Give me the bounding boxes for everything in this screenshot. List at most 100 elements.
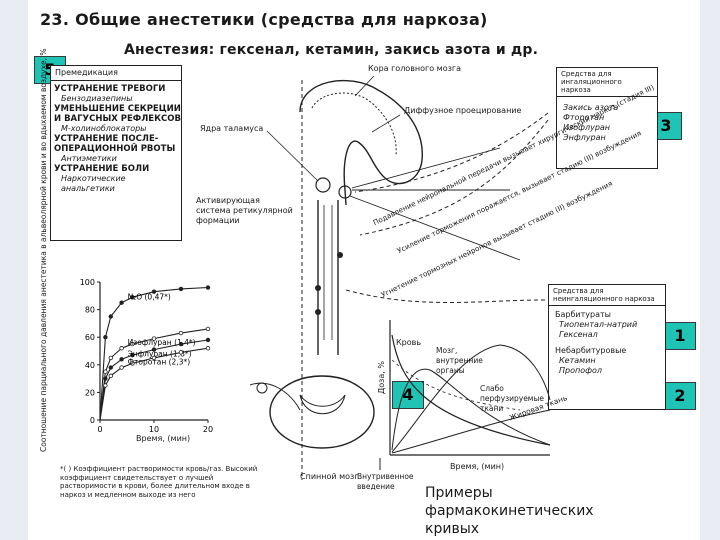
uptake-x-tick-label: 0	[97, 425, 102, 434]
spinal-label: Спинной мозг	[300, 472, 359, 481]
noninhalational-header: Средства для неингаляционного наркоза	[549, 285, 665, 306]
inhal-item: Изофлуран	[563, 123, 611, 132]
cortex-outline	[299, 79, 423, 206]
subtitle: Анестезия: гексенал, кетамин, закись азо…	[124, 42, 539, 58]
reticular-label: Активирующая система ретикулярной формац…	[196, 196, 293, 225]
uptake-chart-x-label: Время, (мин)	[136, 434, 191, 443]
cortex-inner-outline	[311, 92, 397, 156]
uptake-x-tick-label: 20	[203, 425, 213, 434]
spinal-tract	[317, 200, 339, 355]
uptake-series-point	[205, 326, 211, 332]
ganglion	[256, 382, 268, 394]
uptake-series-point	[119, 300, 124, 305]
uptake-series-label: Энфлуран (1,8*)	[128, 349, 192, 358]
uptake-series-point	[108, 365, 113, 370]
premed-item-main: ОПЕРАЦИОННОЙ РВОТЫ	[54, 144, 176, 154]
nerve-root	[249, 382, 301, 411]
uptake-y-tick-label: 80	[85, 306, 95, 315]
uptake-series-label: N₂O (0,47*)	[128, 293, 171, 302]
uptake-series-point	[178, 350, 184, 355]
premed-item-sub: Бензодиазепины	[61, 94, 133, 103]
pk-label-brain: Мозг, внутренние органы	[436, 346, 483, 375]
reticular-node	[337, 252, 343, 258]
grey-matter	[299, 394, 346, 415]
uptake-y-tick-label: 40	[85, 361, 95, 370]
premedication-box: Премедикация УСТРАНЕНИЕ ТРЕВОГИ Бензодиа…	[50, 65, 182, 241]
uptake-series-point	[151, 347, 157, 352]
diffuse-pointer	[371, 114, 401, 133]
uptake-series-point	[103, 383, 108, 388]
spinal-tract-inner	[323, 205, 333, 340]
premed-item-sub: Антиэметики	[61, 154, 117, 163]
thalamus-pointer	[266, 130, 319, 182]
inhal-arrow-2	[359, 119, 549, 236]
uptake-series-point	[130, 352, 135, 358]
noninhal-item: Тиопентал-натрий	[559, 320, 638, 329]
uptake-series-point	[151, 355, 157, 361]
slide-right-margin	[700, 0, 720, 540]
uptake-chart-footnote: *( ) Коэффициент растворимости кровь/газ…	[60, 465, 258, 499]
premed-item-main: УСТРАНЕНИЕ ПОСЛЕ-	[54, 134, 159, 144]
inhalational-header: Средства для ингаляционного наркоза	[557, 68, 657, 97]
uptake-series-point	[108, 314, 113, 319]
noninhal-item: Пропофол	[559, 366, 602, 375]
examples-caption: Примеры фармакокинетических кривых	[425, 484, 625, 538]
noninhal-arrow	[345, 289, 546, 303]
pk-curve-dashed	[391, 359, 521, 411]
cortex-pointer	[354, 75, 375, 97]
premed-item-sub: анальгетики	[61, 184, 115, 193]
pk-label-lean: Слабо перфузируемые ткани	[480, 384, 544, 413]
thalamus-label: Ядра таламуса	[200, 124, 264, 133]
pk-curve-blood	[391, 334, 551, 446]
inhal-item: Закись азота	[563, 103, 619, 112]
inhal-item: Фторотан	[563, 113, 605, 122]
noninhalational-box: Средства для неингаляционного наркоза Ба…	[548, 284, 666, 410]
thalamus-node	[338, 185, 352, 199]
noninhal-item: Кетамин	[559, 356, 596, 365]
noninhal-item: Гексенал	[559, 330, 598, 339]
spinal-cord-section	[269, 375, 375, 449]
pk-curve-brain	[391, 368, 551, 451]
pk-iv-label: Внутривенное введение	[357, 472, 414, 491]
uptake-series-point	[119, 346, 124, 351]
uptake-x-tick-label: 10	[149, 425, 159, 434]
uptake-y-tick-label: 0	[90, 416, 95, 425]
thalamus-node	[315, 177, 331, 193]
uptake-series-point	[119, 365, 124, 370]
uptake-series-point	[108, 373, 113, 379]
uptake-series-point	[130, 341, 135, 347]
diffuse-label: Диффузное проецирование	[404, 106, 522, 115]
uptake-series-point	[205, 285, 211, 290]
uptake-series-point	[103, 376, 108, 381]
inhal-arrow-1	[354, 112, 549, 193]
pk-curve-lean	[391, 344, 551, 453]
uptake-series-point	[151, 289, 157, 294]
inhalational-box: Средства для ингаляционного наркоза Заки…	[556, 67, 658, 169]
premedication-header: Премедикация	[51, 66, 181, 81]
pk-curve-fat	[391, 409, 551, 454]
reticular-node	[315, 285, 321, 291]
examples-caption-text: Примеры фармакокинетических кривых	[425, 485, 594, 537]
pk-x-label: Время, (мин)	[450, 462, 505, 471]
uptake-series-point	[205, 346, 211, 351]
premed-item-main: И ВАГУСНЫХ РЕФЛЕКСОВ	[54, 114, 181, 124]
noninhal-group-title: Барбитураты	[555, 310, 611, 319]
premed-item-sub: М-холиноблокаторы	[61, 124, 147, 133]
uptake-series-point	[178, 286, 184, 292]
premed-item-main: УМЕНЬШЕНИЕ СЕКРЕЦИИ	[54, 104, 181, 114]
inhal-item: Энфлуран	[563, 133, 606, 142]
noninhal-group-title: Небарбитуровые	[555, 346, 627, 355]
page-title: 23. Общие анестетики (средства для нарко…	[40, 10, 488, 29]
uptake-series-point	[178, 341, 184, 347]
thalamus-radial	[349, 195, 521, 261]
uptake-series-point	[130, 294, 135, 300]
uptake-series-line	[99, 286, 209, 421]
uptake-series-point	[103, 369, 108, 374]
uptake-y-tick-label: 100	[80, 278, 95, 287]
badge-4: 4	[392, 381, 424, 409]
reticular-node	[315, 309, 321, 315]
uptake-series-label: Изофлуран (1,4*)	[128, 338, 196, 347]
thalamus-radial	[351, 147, 501, 189]
pk-y-label: Доза, %	[377, 361, 386, 394]
